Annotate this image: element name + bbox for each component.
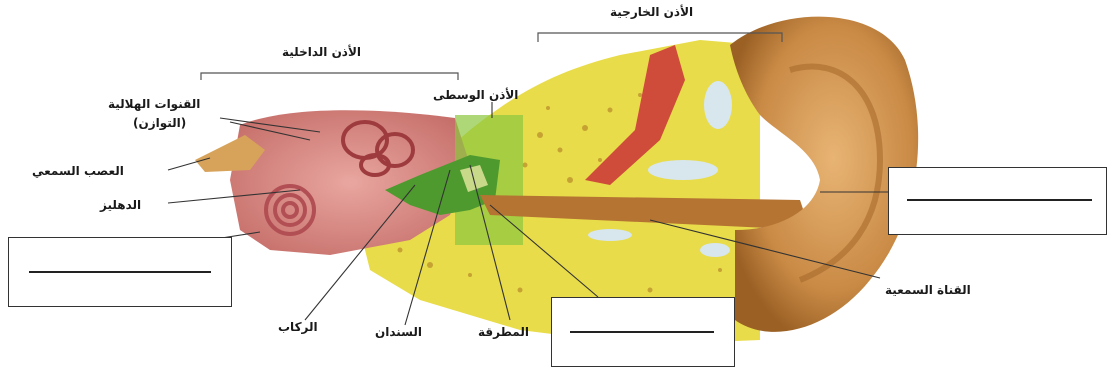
label-incus: السندان <box>375 325 422 339</box>
label-outer-ear: الأذن الخارجية <box>610 5 693 19</box>
answer-line <box>29 271 211 273</box>
answer-box-right[interactable] <box>888 167 1107 235</box>
label-malleus: المطرقة <box>478 325 529 339</box>
label-inner-ear: الأذن الداخلية <box>282 45 361 59</box>
label-ear-canal: القناة السمعية <box>885 283 971 297</box>
answer-box-middle[interactable] <box>551 297 735 367</box>
label-semicircular-canals-balance: (التوازن) <box>133 116 186 130</box>
answer-line <box>907 199 1092 201</box>
label-semicircular-canals: القنوات الهلالية <box>108 97 200 111</box>
label-middle-ear: الأذن الوسطى <box>433 88 518 102</box>
label-auditory-nerve: العصب السمعي <box>32 164 124 178</box>
label-stapes: الركاب <box>278 320 318 334</box>
answer-box-left[interactable] <box>8 237 232 307</box>
label-vestibule: الدهليز <box>100 198 141 212</box>
answer-line <box>570 331 714 333</box>
